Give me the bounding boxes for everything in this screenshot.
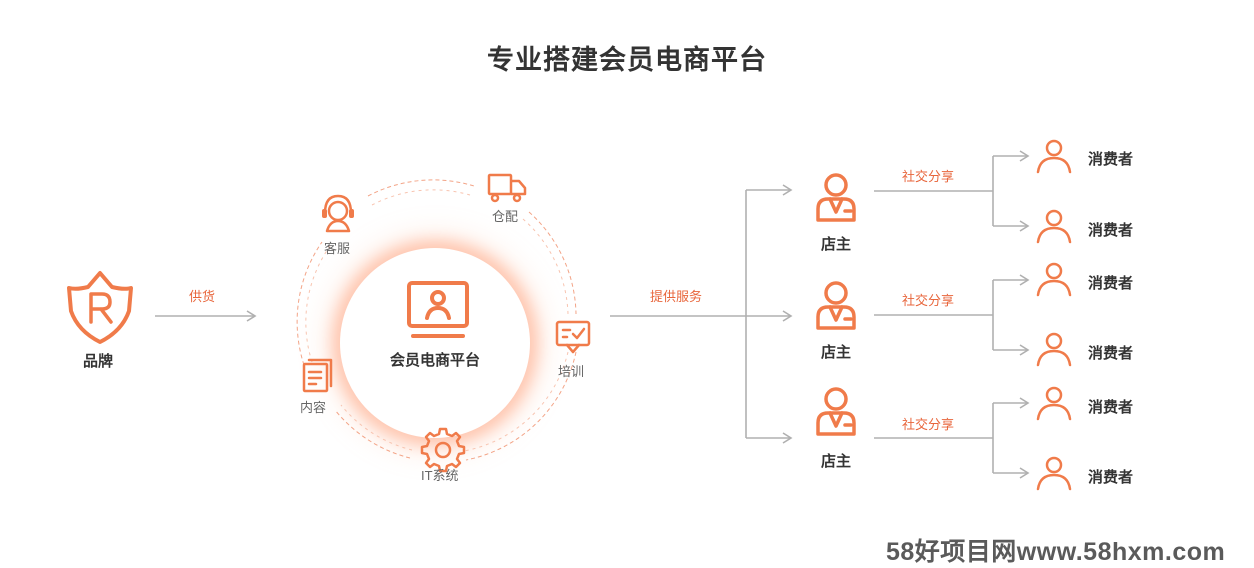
consumer-label: 消费者 <box>1088 399 1134 416</box>
store-owner-label: 店主 <box>821 344 852 361</box>
consumer-label: 消费者 <box>1088 469 1134 486</box>
store-owner-icon <box>816 173 856 222</box>
social-share-label: 社交分享 <box>902 417 955 432</box>
monitor-user-icon <box>407 281 469 338</box>
consumer-label: 消费者 <box>1088 345 1134 362</box>
training-label: 培训 <box>558 364 585 379</box>
consumer-label: 消费者 <box>1088 222 1134 239</box>
watermark: 58好项目网www.58hxm.com <box>886 538 1226 566</box>
consumer-icon <box>1036 139 1072 174</box>
service-connector <box>610 184 793 444</box>
shield-icon <box>67 271 133 344</box>
headset-icon <box>322 194 354 233</box>
orbit-ring <box>296 179 577 461</box>
share-connectors <box>874 150 1030 479</box>
consumer-icon <box>1036 332 1072 367</box>
document-icon <box>302 358 333 393</box>
platform-glow <box>340 248 530 438</box>
brand-label: 品牌 <box>83 353 114 370</box>
store-owner-icon <box>816 387 856 436</box>
it-system-label: IT系统 <box>421 468 459 483</box>
consumer-icon <box>1036 386 1072 421</box>
store-owner-label: 店主 <box>821 236 852 253</box>
provide-service-label: 提供服务 <box>650 289 703 304</box>
consumer-icon <box>1036 456 1072 491</box>
consumer-icon <box>1036 209 1072 244</box>
consumer-icon <box>1036 262 1072 297</box>
consumer-label: 消费者 <box>1088 275 1134 292</box>
warehouse-label: 仓配 <box>492 209 519 224</box>
gear-icon <box>420 427 466 473</box>
store-owner-icon <box>816 281 856 330</box>
truck-icon <box>487 173 527 203</box>
orbit-ring-inner <box>305 189 569 452</box>
social-share-label: 社交分享 <box>902 169 955 184</box>
supply-label: 供货 <box>189 289 216 304</box>
consumer-label: 消费者 <box>1088 151 1134 168</box>
platform-label: 会员电商平台 <box>390 352 481 369</box>
page-title: 专业搭建会员电商平台 <box>487 45 767 75</box>
training-board-icon <box>555 320 591 354</box>
content-label: 内容 <box>300 400 327 415</box>
customer-service-label: 客服 <box>324 241 351 256</box>
store-owner-label: 店主 <box>821 453 852 470</box>
social-share-label: 社交分享 <box>902 293 955 308</box>
